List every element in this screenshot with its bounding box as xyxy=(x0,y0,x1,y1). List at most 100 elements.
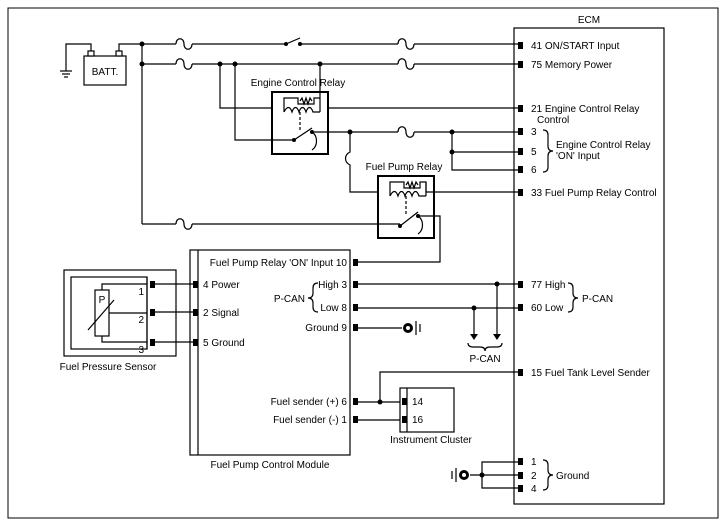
fps-pin-3: 3 xyxy=(138,345,144,356)
fuse-icon xyxy=(397,126,415,138)
fpcm-pin-9 xyxy=(353,324,358,331)
battery-positive-wire xyxy=(118,43,142,51)
fpcm-ground: Ground 9 xyxy=(305,323,347,334)
fps-element: P xyxy=(99,295,106,306)
fpcm-pin-6 xyxy=(353,398,358,405)
ecm-pin-ecr-control-2: Control xyxy=(537,115,569,126)
fuel-pump-relay-label: Fuel Pump Relay xyxy=(366,162,443,173)
wire-fpr-output xyxy=(358,215,441,263)
ecm-ground-label: Ground xyxy=(556,471,589,482)
ecm-brace-ground xyxy=(542,459,554,491)
ecm-pin-pcan-low: 60 Low xyxy=(531,303,564,314)
fps-pin-1: 1 xyxy=(138,287,144,298)
instrument-cluster: 14 16 Instrument Cluster xyxy=(390,387,473,446)
ecm-pin-gnd-1 xyxy=(518,458,523,465)
ecm-pin-21 xyxy=(518,105,523,112)
ecm-pin-60 xyxy=(518,304,523,311)
fpcm-high: High 3 xyxy=(318,280,347,291)
ecm-pin-41 xyxy=(518,42,523,49)
ic-pin-14 xyxy=(402,398,407,405)
ground-icon xyxy=(60,43,92,78)
fps-label: Fuel Pressure Sensor xyxy=(60,362,157,373)
ecm-pin-gnd-2 xyxy=(518,472,523,479)
engine-control-relay: Engine Control Relay xyxy=(251,78,346,155)
fpcm-sender-neg: Fuel sender (-) 1 xyxy=(273,415,347,426)
ecm-pin-6-label: 6 xyxy=(531,165,537,176)
fpcm-sender-pos: Fuel sender (+) 6 xyxy=(271,397,348,408)
ground-icon xyxy=(451,468,469,482)
fpcm-pin-1 xyxy=(353,416,358,423)
fpcm-pin-10 xyxy=(353,259,358,266)
instrument-cluster-box xyxy=(399,387,455,433)
fpcm-relay-on-input: Fuel Pump Relay 'ON' Input 10 xyxy=(210,258,348,269)
wire-ecm-ground xyxy=(470,461,518,489)
ecm-pin-6 xyxy=(518,166,523,173)
fpcm-pin-3 xyxy=(353,281,358,288)
wire-ecr-switch-feed xyxy=(234,64,294,141)
relay-coil-icon xyxy=(283,96,321,114)
ecm-pin-pcan-high: 77 High xyxy=(531,280,565,291)
wire-fpr-feed xyxy=(344,132,378,193)
ecm-pin-memory-power: 75 Memory Power xyxy=(531,60,613,71)
ecm-pin-gnd-4 xyxy=(518,485,523,492)
wire-ecr-on-input xyxy=(451,132,518,171)
ecm-pin-3 xyxy=(518,128,523,135)
ecm-pin-5 xyxy=(518,148,523,155)
fpcm-pin-2 xyxy=(193,309,198,316)
fpcm-ground-5: 5 Ground xyxy=(203,338,245,349)
fpcm-low: Low 8 xyxy=(320,303,347,314)
wire-ecr-control xyxy=(319,64,518,109)
wire-fpr-control xyxy=(425,182,518,193)
ecm-title: ECM xyxy=(578,15,600,26)
ecm-ecr-on-input-1: Engine Control Relay xyxy=(556,140,651,151)
ecm-pin-ecr-control: 21 Engine Control Relay xyxy=(531,104,639,115)
ecm-pin-5-label: 5 xyxy=(531,147,537,158)
fuel-pressure-sensor: P 1 2 3 Fuel Pressure Sensor xyxy=(60,269,177,373)
ecm-box xyxy=(513,27,665,505)
engine-control-relay-label: Engine Control Relay xyxy=(251,78,346,89)
relay-coil-icon xyxy=(389,180,427,198)
ecm-pin-33 xyxy=(518,189,523,196)
ic-pin-16 xyxy=(402,416,407,423)
ic-pin-16-label: 16 xyxy=(412,415,424,426)
ecm-pcan-label: P-CAN xyxy=(582,294,613,305)
fpcm-brace-pcan xyxy=(307,282,319,313)
battery-label: BATT. xyxy=(92,67,118,78)
fpcm-module: Fuel Pump Control Module Fuel Pump Relay… xyxy=(189,249,358,471)
ecm-pin-3-label: 3 xyxy=(531,127,537,138)
fpcm-title: Fuel Pump Control Module xyxy=(211,460,330,471)
fpcm-power: 4 Power xyxy=(203,280,240,291)
fuse-icon xyxy=(397,38,415,50)
ecm-pin-fuel-tank-sender: 15 Fuel Tank Level Sender xyxy=(531,368,650,379)
ecm-pin-15 xyxy=(518,369,523,376)
ecm-ecr-on-input-2: 'ON' Input xyxy=(556,151,600,162)
switch-icon xyxy=(284,37,302,46)
ecm-brace-ecr-on xyxy=(542,129,554,173)
fps-pin-2: 2 xyxy=(138,315,144,326)
fuel-pump-relay: Fuel Pump Relay xyxy=(366,162,443,239)
fpcm-pcan-label: P-CAN xyxy=(274,294,305,305)
pcan-arrow-high xyxy=(493,334,501,340)
fpcm-pin-8 xyxy=(353,304,358,311)
fuse-icon xyxy=(175,58,193,70)
fpcm-box xyxy=(189,249,351,456)
pcan-bus-label: P-CAN xyxy=(469,354,500,365)
fpcm-signal: 2 Signal xyxy=(203,308,239,319)
ecm-module: ECM 41 ON/START Input 75 Memory Power 21… xyxy=(513,15,665,505)
pcan-arrow-low xyxy=(470,334,478,340)
ecm-gnd-1-label: 1 xyxy=(531,457,537,468)
wire-fuel-tank-sender xyxy=(379,371,518,402)
wire-ecr-coil-feed xyxy=(219,64,272,109)
ic-pin-14-label: 14 xyxy=(412,397,424,408)
ecm-gnd-2-label: 2 xyxy=(531,471,537,482)
ground-icon xyxy=(403,321,421,335)
pcan-bus-brace xyxy=(467,342,503,352)
fpcm-pin-4 xyxy=(193,281,198,288)
fpcm-pin-5 xyxy=(193,339,198,346)
battery-icon: BATT. xyxy=(83,50,127,86)
ecm-pin-fpr-control: 33 Fuel Pump Relay Control xyxy=(531,188,657,199)
fuse-icon xyxy=(397,58,415,70)
ecm-pin-75 xyxy=(518,61,523,68)
ecm-pin-on-start: 41 ON/START Input xyxy=(531,41,620,52)
